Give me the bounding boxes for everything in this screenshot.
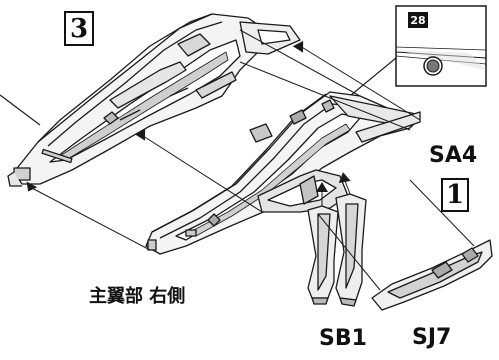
sj7-part: [371, 239, 493, 311]
round-pin-icon: [423, 56, 443, 76]
step-number-main: 3: [69, 13, 89, 44]
label-sa4: SA4: [429, 143, 478, 168]
sb1-part: [307, 193, 367, 307]
leader-line: [0, 94, 41, 126]
step-number-sub: 1: [445, 180, 465, 210]
label-sj7: SJ7: [412, 325, 452, 350]
upper-wing-part: [7, 13, 301, 187]
lower-wing-part: [145, 91, 421, 255]
step-number-sub-icon: 1: [441, 178, 469, 212]
detail-tag: 28: [408, 12, 428, 28]
assembly-arrowheads: [26, 40, 351, 192]
step-number-icon: 3: [64, 11, 94, 46]
label-sb1: SB1: [319, 326, 367, 351]
detail-callout-icon: [344, 5, 487, 101]
detail-tag-label: 28: [410, 13, 426, 27]
caption: 主翼部 右側: [89, 286, 186, 307]
assembly-arrow-icon: [27, 29, 475, 291]
